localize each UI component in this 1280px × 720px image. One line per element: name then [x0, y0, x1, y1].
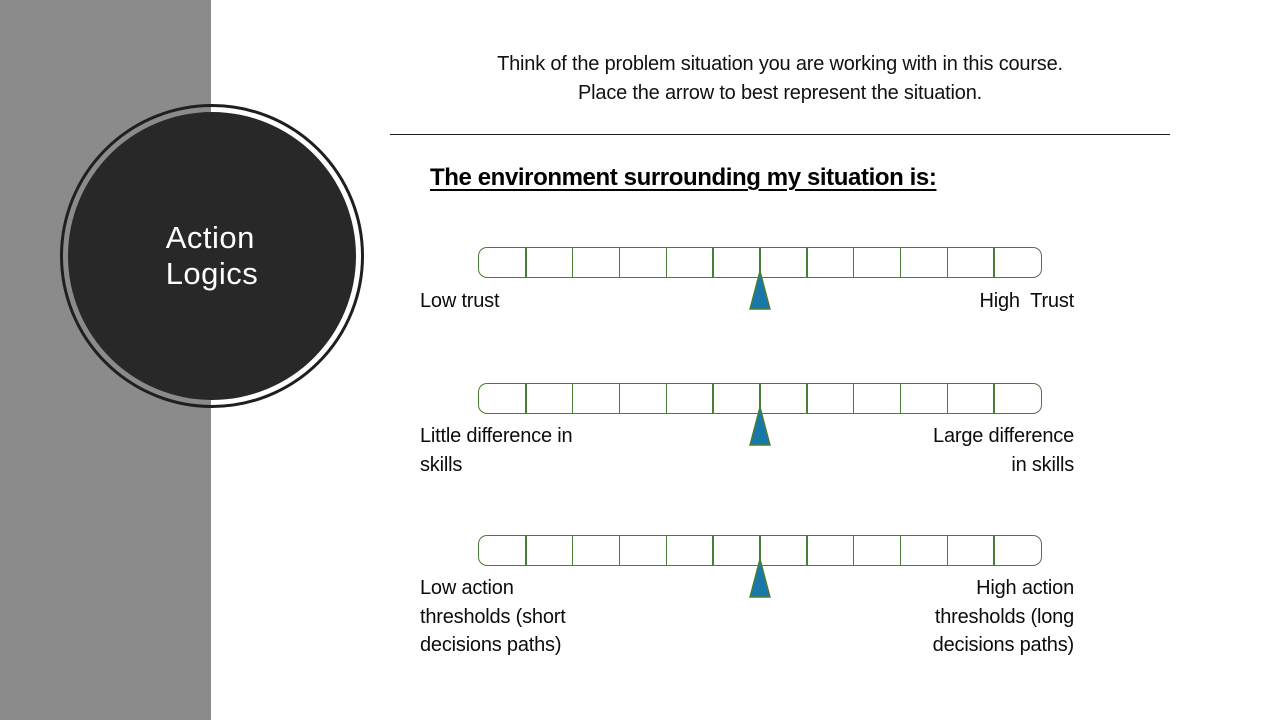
scale-tick	[759, 248, 761, 277]
scale-tick	[993, 384, 995, 413]
scale-tick	[571, 384, 574, 413]
scale-tick	[665, 384, 668, 413]
scale-tick	[852, 248, 855, 277]
scale-tick	[993, 536, 995, 565]
scale-tick	[525, 536, 527, 565]
scale-tick	[852, 536, 855, 565]
scale-tick	[665, 248, 668, 277]
scale-tick	[946, 384, 949, 413]
header-divider	[390, 134, 1170, 135]
scale-label-right-thresholds: High action thresholds (long decisions p…	[932, 577, 1075, 656]
action-logics-badge: Action Logics	[68, 112, 356, 400]
scale-tick	[571, 536, 574, 565]
scale-label-left-trust: Low trust	[420, 290, 500, 312]
scale-tick	[899, 248, 902, 277]
badge-label: Action Logics	[165, 220, 259, 291]
scale-label-right-skills: Large difference in skills	[933, 425, 1074, 476]
scale-label-left-thresholds: Low action thresholds (short decisions p…	[420, 577, 566, 656]
scale-tick	[525, 384, 527, 413]
scale-tick	[618, 536, 621, 565]
scale-tick	[759, 384, 761, 413]
scale-tick	[618, 248, 621, 277]
scale-tick	[712, 384, 714, 413]
scale-tick	[712, 536, 714, 565]
scale-tick	[665, 536, 668, 565]
arrow-marker-thresholds[interactable]	[749, 558, 771, 598]
scale-tick	[899, 384, 902, 413]
scale-label-right-trust: High Trust	[979, 290, 1075, 312]
scale-tick	[525, 248, 527, 277]
scale-tick	[852, 384, 855, 413]
instruction-text: Think of the problem situation you are w…	[497, 53, 1063, 104]
arrow-marker-trust[interactable]	[749, 270, 771, 310]
scale-tick	[806, 384, 808, 413]
scale-tick	[946, 248, 949, 277]
scale-tick	[571, 248, 574, 277]
scale-tick	[759, 536, 761, 565]
page-title: The environment surrounding my situation…	[430, 164, 937, 191]
scale-tick	[946, 536, 949, 565]
scale-tick	[806, 536, 808, 565]
scale-tick	[899, 536, 902, 565]
scale-tick	[618, 384, 621, 413]
badge-outer-ring	[60, 104, 364, 408]
scale-tick	[806, 248, 808, 277]
arrow-marker-skills[interactable]	[749, 406, 771, 446]
scale-tick	[712, 248, 714, 277]
scale-tick	[993, 248, 995, 277]
scale-label-left-skills: Little difference in skills	[420, 425, 573, 476]
